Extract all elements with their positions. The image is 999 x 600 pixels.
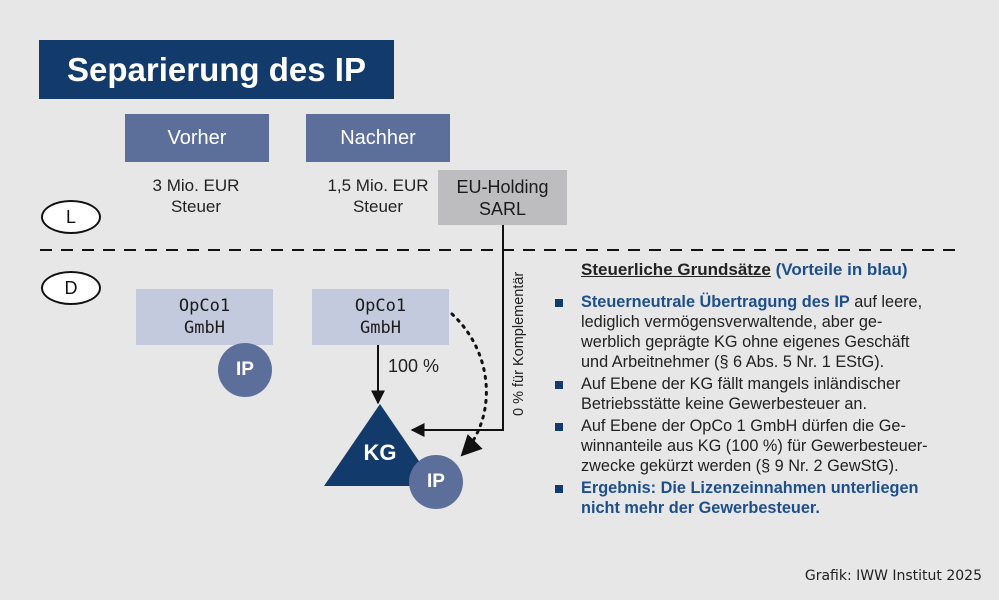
phase-before-header: Vorher [125,114,269,162]
cost-before: 3 Mio. EUR Steuer [121,175,271,217]
principle-item-3: Auf Ebene der OpCo 1 GmbH dürfen die Ge-… [555,416,981,476]
level-d-marker: D [41,271,101,305]
eu-holding-form: SARL [478,198,527,219]
cost-after-amount: 1,5 Mio. EUR [327,176,429,195]
opco-left-name: OpCo1 [178,296,231,316]
principle-item-result: Ergebnis: Die Lizenzeinnahmen unterliege… [555,478,981,518]
opco-right-form: GmbH [360,318,401,338]
komplementaer-label: 0 % für Komplementär [511,271,527,417]
ip-circle-after: IP [409,455,463,509]
page-title: Separierung des IP [39,40,394,99]
principle-item-2: Auf Ebene der KG fällt mangels inländisc… [555,374,981,414]
kg-triangle [324,404,436,486]
principles-panel: Steuerliche Grundsätze (Vorteile in blau… [555,260,981,520]
principle-1-highlight: Steuerneutrale Übertragung des IP [581,293,850,311]
level-l-marker: L [41,200,101,234]
principles-list: Steuerneutrale Übertragung des IP auf le… [555,292,981,518]
eu-holding-name: EU-Holding [456,176,549,197]
principles-note: (Vorteile in blau) [775,260,908,279]
opco-left-box: OpCo1 GmbH [136,289,273,345]
share-label: 100 % [388,356,440,376]
principles-heading: Steuerliche Grundsätze (Vorteile in blau… [581,260,981,280]
cost-before-amount: 3 Mio. EUR [152,176,240,195]
principle-item-1: Steuerneutrale Übertragung des IP auf le… [555,292,981,372]
principles-title: Steuerliche Grundsätze [581,260,771,279]
source-credit: Grafik: IWW Institut 2025 [804,568,982,584]
kg-label: KG [363,440,397,465]
ip-transfer-dotted-arrow [450,312,488,457]
opco-right-box: OpCo1 GmbH [312,289,449,345]
ip-circle-before: IP [218,343,272,397]
phase-after-header: Nachher [306,114,450,162]
opco-right-name: OpCo1 [354,296,407,316]
eu-holding-box: EU-Holding SARL [438,170,567,225]
holding-to-kg-arrow [410,225,504,437]
cost-after-unit: Steuer [352,197,404,216]
cost-after: 1,5 Mio. EUR Steuer [303,175,453,217]
opco-left-form: GmbH [184,318,225,338]
cost-before-unit: Steuer [170,197,222,216]
